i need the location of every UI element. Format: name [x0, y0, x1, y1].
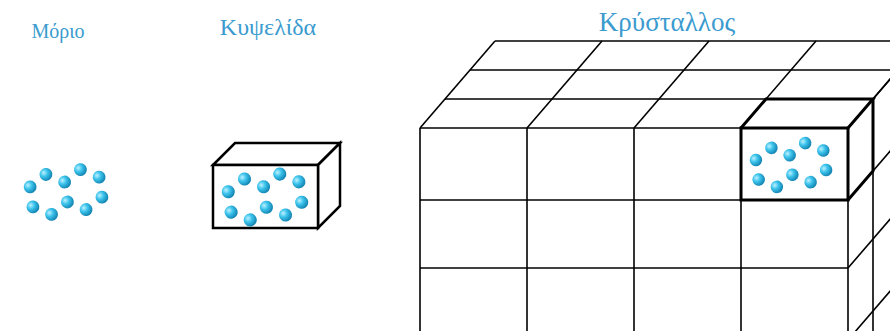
molecule	[747, 134, 834, 197]
grid-line	[848, 41, 890, 128]
grid-line	[848, 113, 890, 200]
grid-line	[526, 128, 528, 331]
grid-line	[848, 41, 890, 128]
part-label: Μόριο	[31, 20, 84, 42]
grid-line	[419, 128, 421, 331]
grid-line	[848, 253, 890, 331]
grid-line	[470, 69, 890, 71]
crystal-grid	[420, 41, 890, 331]
grid-line	[495, 40, 890, 42]
grid-line	[634, 41, 709, 128]
grid-line	[420, 41, 495, 128]
molecule	[219, 164, 310, 230]
part-label: Κρύσταλλος	[599, 8, 735, 38]
highlighted-cell	[741, 99, 873, 200]
part-label: Κυψελίδα	[220, 14, 316, 40]
molecule	[21, 160, 110, 224]
grid-line	[527, 41, 602, 128]
grid-line	[420, 267, 848, 269]
grid-line	[633, 128, 635, 331]
